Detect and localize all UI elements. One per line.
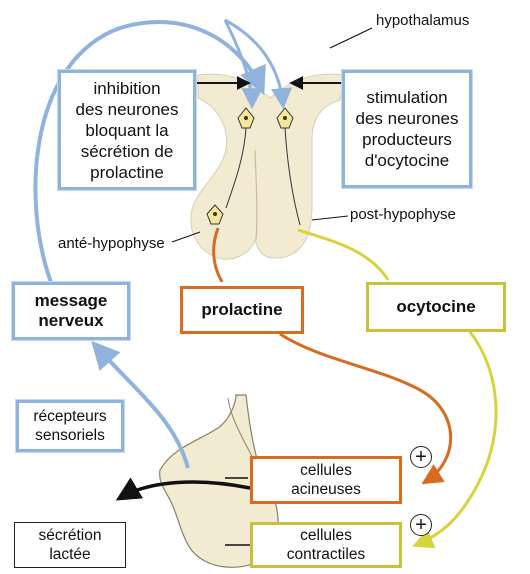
post-hypophyse-pointer (312, 216, 348, 220)
post-hypophyse-label: post-hypophyse (350, 206, 456, 223)
plus-contractiles: + (410, 514, 432, 536)
cellules-acineuses-box: cellules acineuses (250, 456, 402, 504)
cellules-contractiles-box: cellules contractiles (250, 522, 402, 568)
message-nerveux-box: message nerveux (12, 282, 130, 340)
inhibition-box: inhibition des neurones bloquant la sécr… (58, 70, 196, 190)
stimulation-box: stimulation des neurones producteurs d'o… (342, 70, 472, 188)
plus-acineuses: + (410, 446, 432, 468)
hypothalamus-pointer (330, 28, 372, 48)
secretion-lactee-box: sécrétion lactée (14, 522, 126, 568)
ocytocine-box: ocytocine (366, 282, 506, 332)
recepteurs-box: récepteurs sensoriels (16, 400, 124, 452)
prolactine-box: prolactine (180, 286, 304, 334)
ante-hypophyse-label: anté-hypophyse (58, 235, 165, 252)
hypothalamus-tissue (191, 74, 345, 259)
ocytocin-release (298, 230, 388, 280)
ocytocin-pathway (416, 332, 496, 545)
hypothalamus-label: hypothalamus (376, 12, 469, 29)
